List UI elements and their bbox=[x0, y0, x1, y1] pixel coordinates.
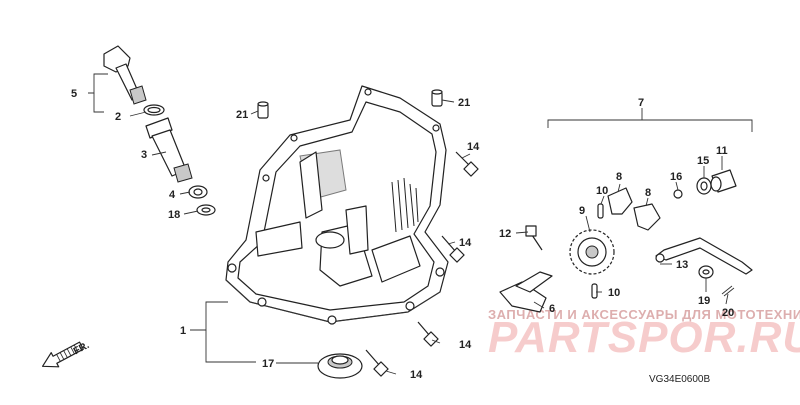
governor-holder bbox=[499, 271, 553, 313]
callout-3: 3 bbox=[141, 149, 147, 161]
callout-21-right: 21 bbox=[458, 97, 470, 109]
governor-slider bbox=[710, 169, 737, 193]
flange-bolt bbox=[441, 235, 465, 263]
grommet bbox=[188, 185, 208, 199]
callout-9: 9 bbox=[579, 205, 585, 217]
callout-21-left: 21 bbox=[236, 109, 248, 121]
callout-20: 20 bbox=[722, 307, 734, 319]
callout-14-lower: 14 bbox=[459, 339, 472, 351]
front-direction-arrow bbox=[41, 341, 84, 368]
circlip bbox=[673, 189, 683, 199]
o-ring bbox=[143, 104, 165, 116]
callout-1: 1 bbox=[180, 325, 186, 337]
leader-lines bbox=[88, 73, 753, 375]
flange-bolt bbox=[365, 349, 389, 377]
callout-16: 16 bbox=[670, 171, 682, 183]
oil-seal bbox=[317, 353, 363, 379]
callout-5: 5 bbox=[71, 88, 77, 100]
oil-dipstick-cap bbox=[103, 45, 147, 105]
callout-4: 4 bbox=[169, 189, 176, 201]
seal-washer bbox=[698, 265, 714, 279]
governor-arm bbox=[655, 237, 753, 275]
flange-bolt bbox=[417, 321, 439, 347]
governor-weight-left bbox=[607, 187, 633, 215]
dowel-pin-left bbox=[257, 101, 269, 119]
callout-19: 19 bbox=[698, 295, 710, 307]
watermark-logo: PARTSPOR.RU bbox=[488, 313, 800, 362]
washer bbox=[196, 204, 216, 216]
dowel-pin-right bbox=[431, 89, 443, 107]
callout-14-mid: 14 bbox=[459, 237, 472, 249]
callout-14-bottom: 14 bbox=[410, 369, 423, 381]
governor-shaft-bolt bbox=[525, 225, 543, 251]
flange-bolt bbox=[455, 151, 479, 177]
callout-8-left: 8 bbox=[616, 171, 622, 183]
callout-13: 12 bbox=[499, 228, 511, 240]
washer-small bbox=[696, 177, 712, 195]
callout-7: 7 bbox=[638, 97, 644, 109]
callout-12: 13 bbox=[676, 259, 688, 271]
callout-10-upper: 10 bbox=[596, 185, 608, 197]
diagram-code: VG34E0600B bbox=[649, 374, 710, 385]
front-direction-label: FR. bbox=[72, 340, 92, 357]
governor-gear bbox=[569, 229, 615, 275]
callout-2: 2 bbox=[115, 111, 121, 123]
pin-upper bbox=[597, 203, 604, 219]
callout-18: 18 bbox=[168, 209, 180, 221]
callout-17: 17 bbox=[262, 358, 274, 370]
callouts: 5 2 3 4 18 1 17 21 21 14 14 14 14 7 12 9… bbox=[71, 88, 734, 381]
callout-8-right: 8 bbox=[645, 187, 651, 199]
governor-weight-right bbox=[633, 203, 661, 231]
oil-filler-tube bbox=[145, 117, 193, 183]
watermark-text: ЗАПЧАСТИ И АКСЕССУАРЫ ДЛЯ МОТОТЕХНИКИ bbox=[488, 307, 800, 322]
clip-pin bbox=[721, 285, 735, 297]
pin-lower bbox=[591, 283, 598, 299]
callout-10-lower: 10 bbox=[608, 287, 620, 299]
callout-15: 15 bbox=[697, 155, 709, 167]
callout-11: 11 bbox=[716, 145, 728, 157]
crankcase-cover bbox=[225, 85, 449, 325]
callout-6: 6 bbox=[549, 303, 555, 315]
callout-14-upper: 14 bbox=[467, 141, 480, 153]
